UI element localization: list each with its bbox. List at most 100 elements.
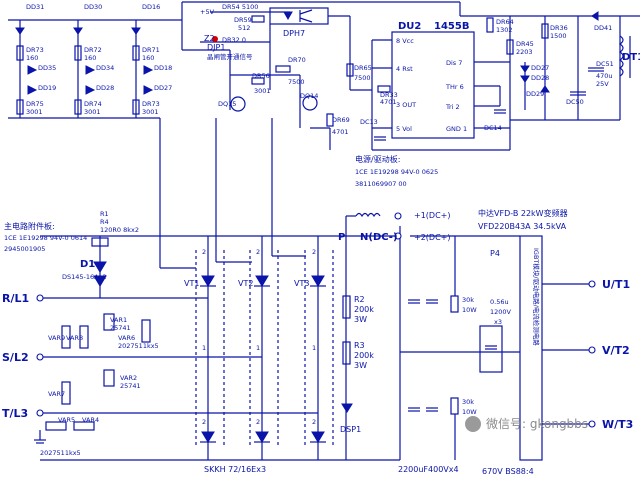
p4-label: P4 [490,249,500,258]
left-trigger-block: DD31 DD30 DD16 DR73 160 DR72 160 DR71 16… [15,3,172,116]
dc-pos1-label: +1(DC+) [414,211,450,220]
r-bot-1: DR74 [84,100,102,108]
d-mid2-2: DD27 [154,84,172,92]
ic-pin-l0: 8 Vcc [396,37,414,45]
vt1-label: VT1 [184,279,199,288]
var9-label: VAR9 [48,334,65,342]
dr36-val: 1500 [550,32,567,40]
dr45-val: 2203 [516,48,533,56]
dr32-label: DR32 0 [222,36,246,44]
r2-val: 200k [354,305,374,314]
var2-val: 25741 [120,382,141,390]
r30k-a-val: 30k [462,296,474,304]
wechat-icon [465,416,481,432]
d-mid-2: DD18 [154,64,172,72]
dd41-label: DD41 [594,24,612,32]
r-top-val-2: 160 [142,54,154,62]
power-board-2: 3811069907 00 [355,180,407,188]
r-top-val-0: 160 [26,54,38,62]
dr64-label: DR64 [496,18,514,26]
dq15-label: DQ15 [218,100,236,108]
r-bot-val-2: 3001 [142,108,159,116]
ic-pin-r2: Tri 2 [445,103,460,111]
trigger-circuit: +5V DR54 5100 DR59 512 DPH7 Z2 DR32 0 DJ… [200,3,398,141]
r-top-1: DR72 [84,46,102,54]
watermark-text: 微信号: gkongbbs [486,417,588,431]
main-board-note: 主电路附件板: [4,221,55,231]
bottom-code: 670V BS88:4 [482,467,534,476]
dr65-val: 7500 [354,74,371,82]
power-board-1: 1CE 1E19298 94V-0 0625 [355,168,438,176]
var6-val: 2027511kx5 [118,342,159,350]
pin-2-e: 2 [256,418,260,426]
input-t-label: T/L3 [2,407,28,420]
r1-label: R1 [100,210,109,218]
timing-output: DR64 1302 DR36 1500 DD41 DR45 2203 DD27 … [484,11,640,132]
vt2-label: VT2 [238,279,253,288]
r-dr59-val: 512 [238,24,250,32]
power-board-note: 电源/驱动板: [355,154,400,164]
d-top-0: DD31 [26,3,44,11]
opto-label: DPH7 [283,29,305,38]
d1-label: D1 [80,259,95,270]
r-dr59: DR59 [234,16,252,24]
ic-pin-r3: GND 1 [446,125,467,133]
pin-2-c: 2 [312,248,316,256]
djp1-label: DJP1 [207,43,225,52]
r4-label: R4 [100,218,109,226]
igbt-note: IGBT模块/驱动电路/电流检测电路 [532,248,541,346]
ic-pin-l2: 3 OUT [396,101,416,109]
var5-label: VAR5 [58,416,75,424]
dq14-label: DQ14 [300,92,318,100]
input-r-label: R/L1 [2,292,29,305]
ic-pin-r1: THr 6 [445,83,464,91]
input-s-label: S/L2 [2,351,29,364]
pin-1-b: 1 [256,344,260,352]
output-u: U/T1 [602,278,630,291]
main-circuit-labels: R1 R4 120R0 8kx2 D1 DS145-16Ax2 R/L1 S/L… [2,210,633,476]
thy-module-label: SKKH 72/16Ex3 [204,465,266,474]
dr56-val: 3001 [254,87,271,95]
r2-label: R2 [354,295,365,304]
r30k-a-w: 10W [462,306,477,314]
main-board-2: 2945001905 [4,245,45,253]
dc51-val: 470u [596,72,613,80]
r2-w: 3W [354,315,367,324]
main-power-circuit: P [34,118,596,461]
dc13-label: DC13 [360,118,378,126]
pin-2-b: 2 [256,248,260,256]
terminal-dot [212,36,218,42]
n-label: N(DC-) [360,232,398,243]
r-bot-val-0: 3001 [26,108,43,116]
dc-pos2-label: +2(DC+) [414,233,450,242]
d-top-1: DD30 [84,3,102,11]
vt3-label: VT3 [294,279,309,288]
snubber-n: x3 [494,318,502,326]
title-line2: VFD220B43A 34.5kVA [478,222,567,231]
dr70-label: DR70 [288,56,306,64]
r-top-0: DR73 [26,46,44,54]
dr33-label: DR33 [380,91,398,99]
r-top-2: DR71 [142,46,160,54]
title-line1: 中达VFD-B 22kW变频器 [478,208,568,218]
var1-label: VAR1 [110,316,127,324]
r-bot-val-1: 3001 [84,108,101,116]
dsp1-label: DSP1 [340,425,361,434]
pin-1-c: 1 [312,344,316,352]
dc50-label: DC50 [566,98,584,106]
dr70-val: 7500 [288,78,305,86]
r1r4-val: 120R0 8kx2 [100,226,139,234]
dr36-label: DR36 [550,24,568,32]
djp1-note: 晶闸管开通信号 [207,52,253,61]
dr69-val: 4701 [332,128,349,136]
r-bot-2: DR73 [142,100,160,108]
dc51-v: 25V [596,80,609,88]
pin-2-f: 2 [312,418,316,426]
output-w: W/T3 [602,418,633,431]
r-dr54: DR54 5100 [222,3,258,11]
ic-pin-l3: 5 Vol [396,125,412,133]
dc51-label: DC51 [596,60,614,68]
z2-label: Z2 [204,34,215,43]
r-bot-0: DR75 [26,100,44,108]
